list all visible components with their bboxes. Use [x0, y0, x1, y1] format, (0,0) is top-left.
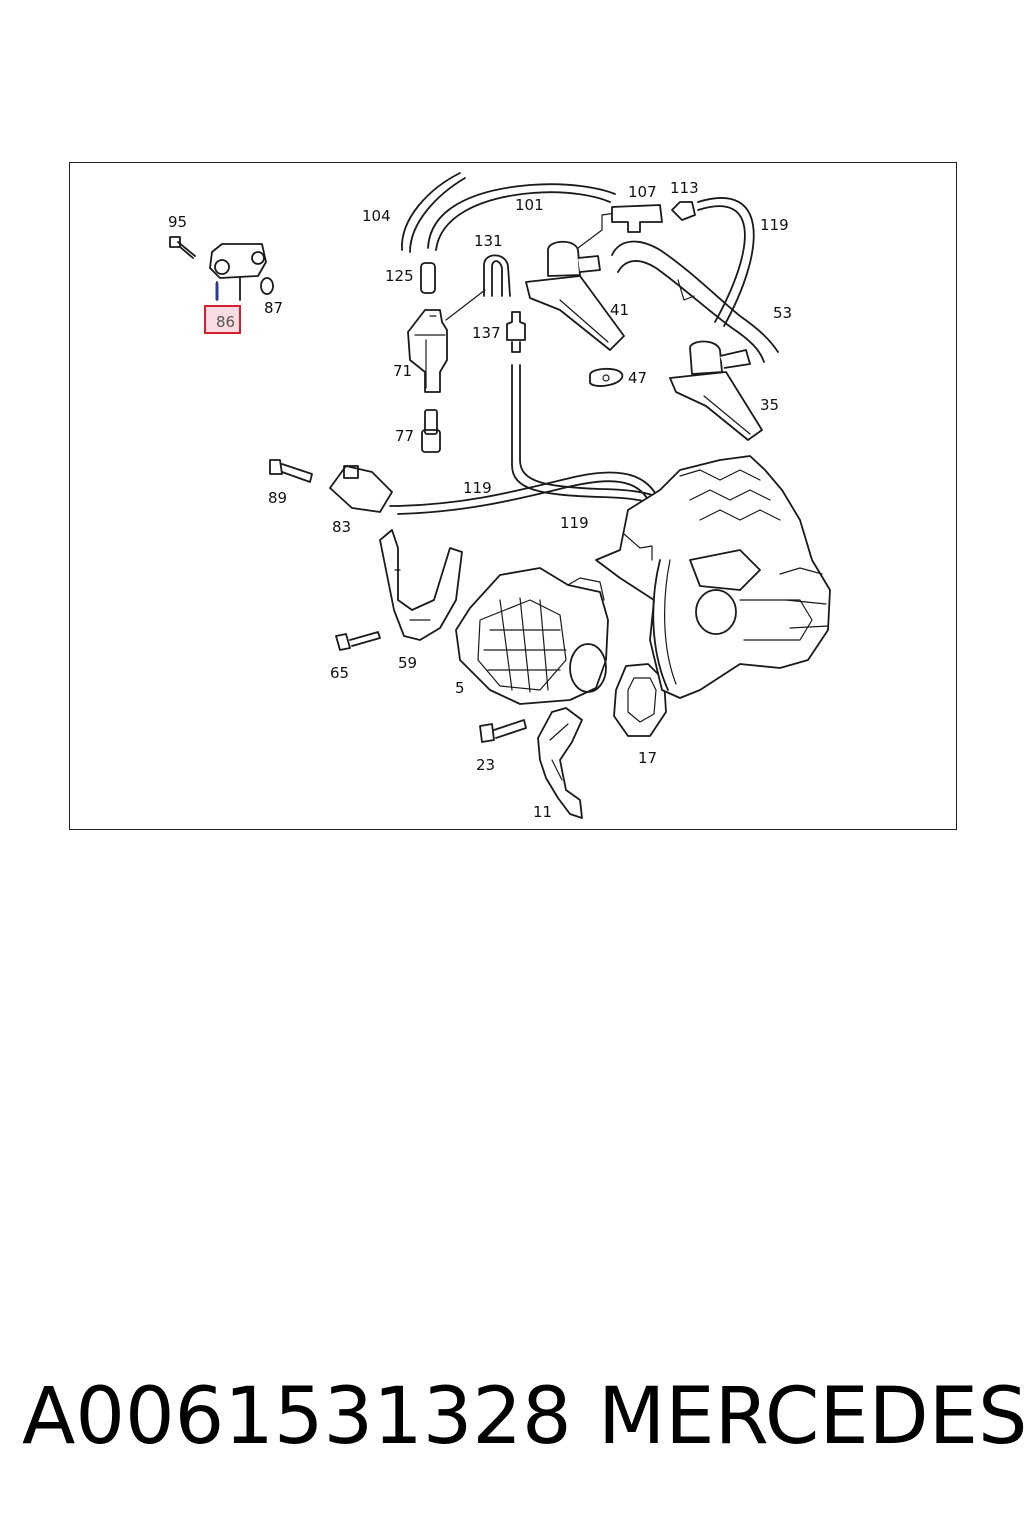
hose-101: [427, 183, 616, 249]
callout-86: 86: [216, 313, 235, 331]
part-125: [420, 262, 436, 294]
callout-95: 95: [168, 213, 187, 231]
part-5-air-pump: [455, 567, 609, 705]
part-71-valve: [407, 289, 486, 393]
hose-119-upper: [697, 205, 746, 323]
part-131: [483, 254, 511, 297]
brand-text: MERCEDES: [598, 1372, 1024, 1462]
part-23-bolt: [479, 719, 527, 743]
part-107: [611, 204, 663, 233]
callout-59: 59: [398, 654, 417, 672]
callout-87: 87: [264, 299, 283, 317]
highlight-box-86: [204, 305, 241, 334]
callout-77: 77: [395, 427, 414, 445]
callout-104: 104: [362, 207, 391, 225]
callout-113: 113: [670, 179, 699, 197]
callout-11: 11: [533, 803, 552, 821]
part-53-pipe: [611, 240, 779, 363]
callout-131: 131: [474, 232, 503, 250]
part-89-bolt: [269, 459, 313, 483]
exploded-parts-diagram: 95 86 87 104 101 107 113 119 125 131 41 …: [168, 172, 831, 821]
callout-89: 89: [268, 489, 287, 507]
callout-71: 71: [393, 362, 412, 380]
callout-5: 5: [455, 679, 465, 697]
part-59-bracket: [379, 529, 463, 641]
callout-119-top: 119: [760, 216, 789, 234]
callout-23: 23: [476, 756, 495, 774]
callout-101: 101: [515, 196, 544, 214]
callout-125: 125: [385, 267, 414, 285]
callout-83: 83: [332, 518, 351, 536]
callout-119-mid: 119: [463, 479, 492, 497]
hose-104: [401, 172, 461, 251]
part-47-gasket: [589, 367, 623, 387]
part-11-bracket: [537, 707, 583, 819]
part-86-sensor: [209, 243, 267, 301]
callout-119-low: 119: [560, 514, 589, 532]
part-41-valve: [525, 211, 625, 351]
callout-41: 41: [610, 301, 629, 319]
part-17: [613, 663, 667, 737]
callout-107: 107: [628, 183, 657, 201]
part-number-text: A0061531328: [22, 1372, 572, 1462]
part-83-sensor: [329, 465, 399, 513]
part-35-valve: [669, 340, 763, 441]
part-113: [671, 201, 696, 221]
part-77: [421, 409, 441, 453]
intake-manifold: [595, 455, 831, 699]
part-137: [506, 311, 526, 353]
hose-119-mid: [397, 471, 666, 526]
part-65-bolt: [335, 631, 381, 651]
part-95-bolt: [169, 236, 196, 259]
callout-53: 53: [773, 304, 792, 322]
callout-137: 137: [472, 324, 501, 342]
diagram-frame: [69, 162, 957, 830]
part-87-ring: [260, 277, 274, 295]
callout-65: 65: [330, 664, 349, 682]
callout-17: 17: [638, 749, 657, 767]
callout-47: 47: [628, 369, 647, 387]
callout-35: 35: [760, 396, 779, 414]
